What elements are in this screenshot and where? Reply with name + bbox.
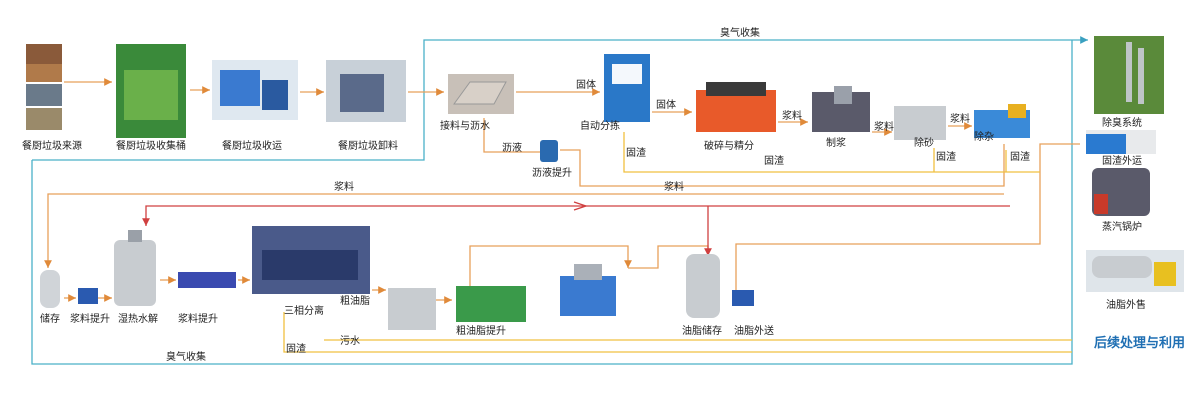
node-oil-out: 油脂外送 xyxy=(734,326,774,337)
equip-hydrolysis-tank xyxy=(114,240,156,306)
flow-residue3: 固渣 xyxy=(936,152,956,163)
photo-source xyxy=(26,44,62,130)
node-unload: 餐厨垃圾卸料 xyxy=(338,141,398,152)
flow-solid2: 固体 xyxy=(656,100,676,111)
flow-slurry3: 浆料 xyxy=(950,114,970,125)
flow-residue1: 固渣 xyxy=(626,148,646,159)
node-receive: 接料与沥水 xyxy=(440,121,490,132)
node-bin: 餐厨垃圾收集桶 xyxy=(116,141,186,152)
node-leachate-lift: 沥液提升 xyxy=(532,168,572,179)
node-desand: 除砂 xyxy=(914,138,934,149)
node-three-phase: 三相分离 xyxy=(284,306,324,317)
node-deimpurity: 除杂 xyxy=(974,132,994,143)
equip-crusher xyxy=(696,90,776,132)
node-crushing: 破碎与精分 xyxy=(704,141,754,152)
equip-pump1 xyxy=(78,288,98,304)
equip-oil-storage-tank xyxy=(686,254,720,318)
residue-lines xyxy=(283,132,1072,353)
equip-gear-pump xyxy=(456,286,526,322)
flow-residue5: 固渣 xyxy=(286,344,306,355)
node-transport: 餐厨垃圾收运 xyxy=(222,141,282,152)
node-oil-storage: 油脂储存 xyxy=(682,326,722,337)
node-residue-out: 固渣外运 xyxy=(1102,156,1142,167)
node-oil-sale: 油脂外售 xyxy=(1106,300,1146,311)
node-boiler: 蒸汽锅炉 xyxy=(1102,222,1142,233)
node-slurry-lift1: 浆料提升 xyxy=(70,314,110,325)
odor-collection-lines xyxy=(31,36,1088,365)
flow-residue4: 固渣 xyxy=(1010,152,1030,163)
node-source: 餐厨垃圾来源 xyxy=(22,141,82,152)
flow-slurry-return2: 浆料 xyxy=(664,182,684,193)
flow-slurry1: 浆料 xyxy=(782,111,802,122)
equip-desander xyxy=(894,106,946,140)
node-crude-oil: 粗油脂 xyxy=(340,296,370,307)
flow-odor-top: 臭气收集 xyxy=(720,28,760,39)
flow-slurry-return: 浆料 xyxy=(334,182,354,193)
followup-label: 后续处理与利用 xyxy=(1094,336,1186,351)
node-hydrolysis: 湿热水解 xyxy=(118,314,158,325)
flow-sewage: 污水 xyxy=(340,336,360,347)
node-storage: 储存 xyxy=(40,314,60,325)
node-crude-oil-lift: 粗油脂提升 xyxy=(456,326,506,337)
flow-leachate: 沥液 xyxy=(502,143,522,154)
equip-storage-tank xyxy=(40,270,60,308)
node-deodorize: 除臭系统 xyxy=(1102,118,1142,129)
equip-crude-oil-tank xyxy=(388,288,436,330)
flow-odor-bottom: 臭气收集 xyxy=(166,352,206,363)
node-slurry-lift2: 浆料提升 xyxy=(178,314,218,325)
flow-solid1: 固体 xyxy=(576,80,596,91)
equip-screw-pump xyxy=(178,272,236,288)
return-lines xyxy=(142,201,1010,256)
equip-pump2 xyxy=(732,290,754,306)
flow-slurry2: 浆料 xyxy=(874,122,894,133)
node-sorting: 自动分拣 xyxy=(580,121,620,132)
equip-disc-separator xyxy=(560,276,616,316)
equip-leachate-pump xyxy=(540,140,558,162)
flow-residue2: 固渣 xyxy=(764,156,784,167)
node-pulping: 制浆 xyxy=(826,138,846,149)
